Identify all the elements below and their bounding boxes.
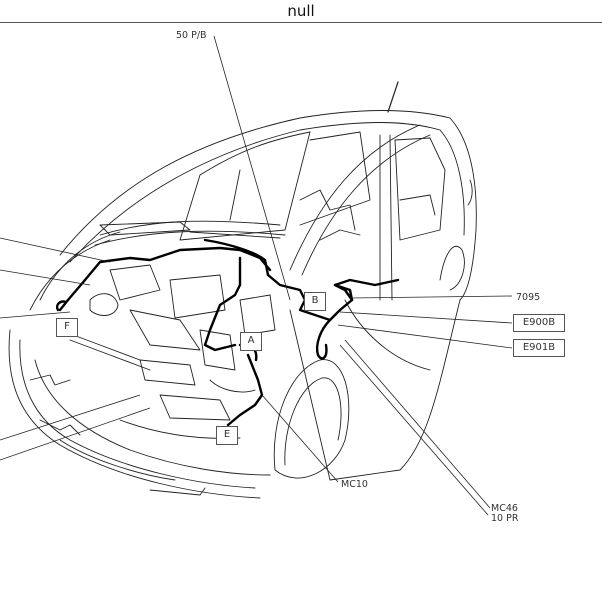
marker-e: E [216,426,238,445]
callout-mc10: MC10 [341,479,368,490]
title-bar: null [0,0,602,23]
leader-mc46 [344,339,491,509]
leader-50pb [213,35,291,301]
callout-50pb: 50 P/B [176,30,207,41]
car-body-outline [8,81,477,499]
marker-a: A [240,332,262,351]
callout-10pr: 10 PR [491,513,519,524]
page-title: null [287,2,315,20]
leader-lines [0,35,513,516]
marker-f: F [56,318,78,337]
marker-b: B [304,292,326,311]
leader-e900b [339,311,513,324]
callout-e901b: E901B [513,339,565,357]
wiring-harness [55,238,400,427]
leader-7095 [349,295,513,299]
callout-e900b: E900B [513,314,565,332]
callout-7095: 7095 [516,292,540,303]
leader-mc10 [261,394,339,483]
leader-e901b [337,324,513,349]
callout-mc46: MC46 [491,503,518,514]
